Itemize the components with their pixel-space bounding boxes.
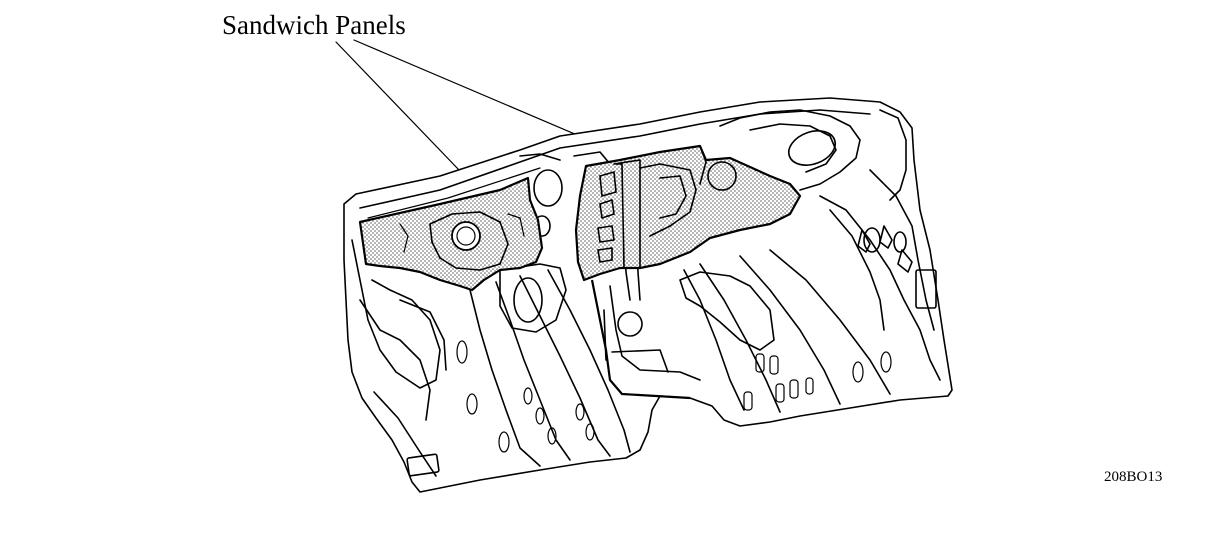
figure-code: 208BO13	[1104, 469, 1162, 485]
stippled-sandwich-panel	[574, 144, 802, 282]
callout-label: Sandwich Panels	[222, 10, 406, 40]
stippled-sandwich-panel	[358, 176, 544, 292]
sandwich-panel-left	[358, 176, 544, 292]
